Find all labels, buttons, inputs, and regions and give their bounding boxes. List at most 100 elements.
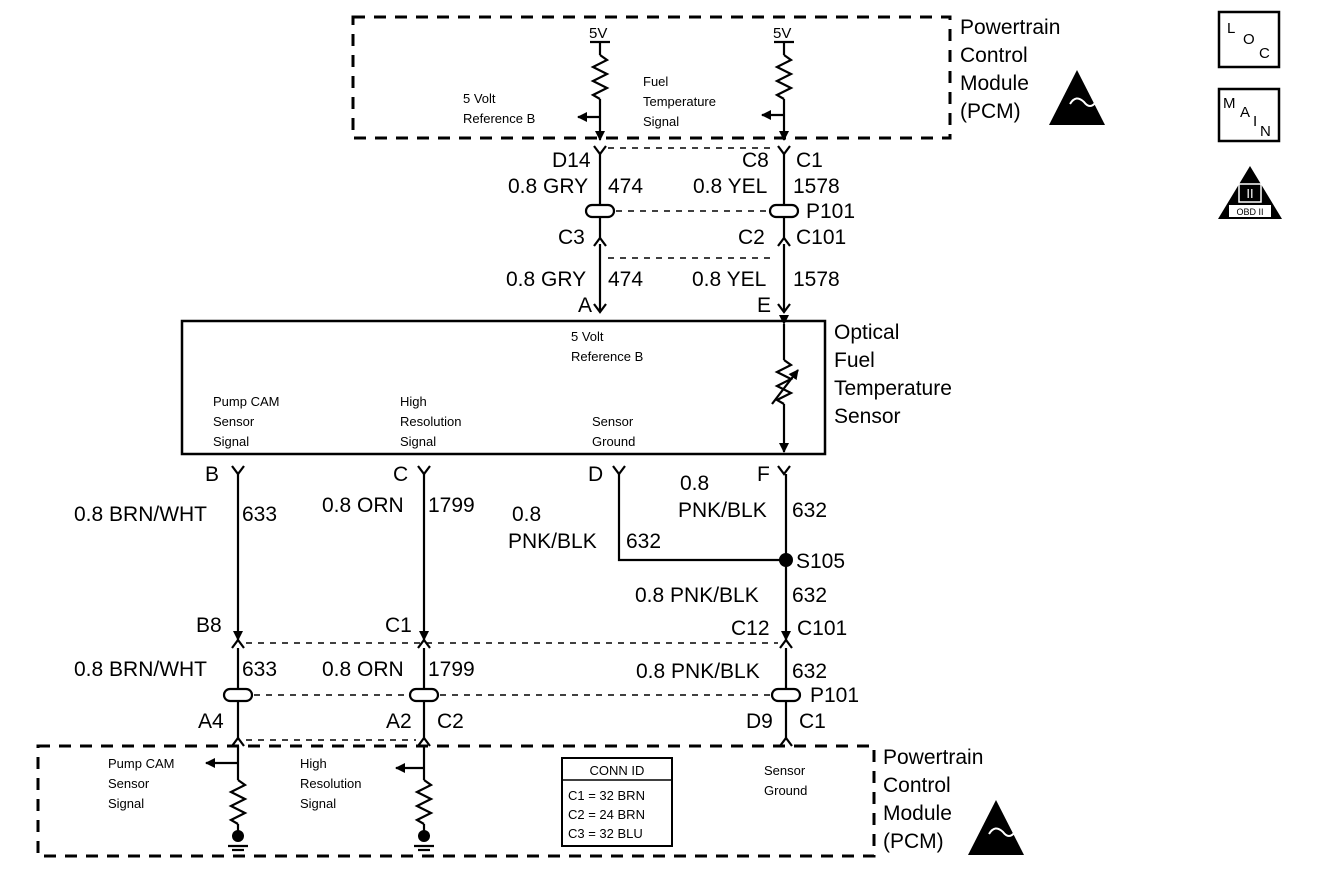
conn-id-title: CONN ID <box>590 763 645 778</box>
splice-s105: S105 <box>796 550 845 573</box>
wire-s-number-2: 632 <box>792 660 827 683</box>
sensor-ground-label-1: Sensor <box>592 414 634 429</box>
pcm-pump-label-1: Pump CAM <box>108 756 174 771</box>
fuel-temp-label-1: Fuel <box>643 74 668 89</box>
ref-b-label-1: 5 Volt <box>463 91 496 106</box>
pcm-bottom-name-2: Control <box>883 774 951 797</box>
pull-up-resistor-right: 5V <box>761 25 794 141</box>
svg-text:N: N <box>1260 123 1271 140</box>
connector-c101-bottom: C101 <box>797 617 847 640</box>
thermistor-symbol <box>771 315 799 453</box>
connector-c1-bottom: C1 <box>799 710 826 733</box>
svg-text:A: A <box>1240 104 1250 121</box>
esd-warning-icon-bottom <box>968 800 1024 855</box>
wire-brnwht-number: 633 <box>242 503 277 526</box>
wire-brnwht-color-2: 0.8 BRN/WHT <box>74 658 207 681</box>
sensor-pin-f: F <box>757 463 770 486</box>
svg-text:OBD II: OBD II <box>1236 207 1263 217</box>
splice-s105-dot <box>779 553 793 567</box>
wire-d-number: 632 <box>626 530 661 553</box>
esd-warning-icon <box>1049 70 1105 125</box>
sensor-name-1: Optical <box>834 321 899 344</box>
wire-yel-color: 0.8 YEL <box>693 175 767 198</box>
sensor-pin-b: B <box>205 463 219 486</box>
pcm-bottom: Powertrain Control Module (PCM) Pump CAM… <box>36 744 1024 858</box>
passthrough-p101-b <box>222 687 254 703</box>
passthrough-p101-right <box>768 203 800 219</box>
pcm-ground-label-2: Ground <box>764 783 807 798</box>
sensor-pin-e: E <box>757 294 771 317</box>
connector-c1-top: C1 <box>796 149 823 172</box>
sensor-pump-label-1: Pump CAM <box>213 394 279 409</box>
wire-orn-number-2: 1799 <box>428 658 475 681</box>
pin-d14: D14 <box>552 149 591 172</box>
connector-p101-bottom: P101 <box>810 684 859 707</box>
pcm-pump-label-2: Sensor <box>108 776 150 791</box>
wire-f-number: 632 <box>792 499 827 522</box>
sensor-pin-a: A <box>578 294 592 317</box>
passthrough-p101-f <box>770 687 802 703</box>
pin-b8: B8 <box>196 614 222 637</box>
wire-d-color-1: 0.8 <box>512 503 541 526</box>
wire-s-color: 0.8 PNK/BLK <box>635 584 759 607</box>
wire-brnwht-number-2: 633 <box>242 658 277 681</box>
pcm-bottom-name-4: (PCM) <box>883 830 944 853</box>
pin-c12: C12 <box>731 617 770 640</box>
pcm-highres-label-2: Resolution <box>300 776 361 791</box>
sensor-pin-c: C <box>393 463 408 486</box>
pin-c1-mid: C1 <box>385 614 412 637</box>
pcm-top-name-4: (PCM) <box>960 100 1021 123</box>
connector-c101-top: C101 <box>796 226 846 249</box>
obd-ii-icon: II OBD II <box>1218 166 1282 219</box>
pin-c2: C2 <box>738 226 765 249</box>
sensor-name-4: Sensor <box>834 405 901 428</box>
sensor-pin-d: D <box>588 463 603 486</box>
wire-gry-number-2: 474 <box>608 268 643 291</box>
wire-orn-color-2: 0.8 ORN <box>322 658 404 681</box>
pcm-ground-label-1: Sensor <box>764 763 806 778</box>
pcm-top-name-3: Module <box>960 72 1029 95</box>
fuel-temp-label-2: Temperature <box>643 94 716 109</box>
connector-c2: C2 <box>437 710 464 733</box>
pcm-top-name-1: Powertrain <box>960 16 1060 39</box>
loc-icon: L O C <box>1217 10 1281 69</box>
wire-yel-number-2: 1578 <box>793 268 840 291</box>
fuel-temp-label-3: Signal <box>643 114 679 129</box>
wire-yel-number: 1578 <box>793 175 840 198</box>
conn-id-row-1: C1 = 32 BRN <box>568 788 645 803</box>
voltage-5v-right: 5V <box>773 25 791 42</box>
sensor-highres-label-1: High <box>400 394 427 409</box>
pin-c3: C3 <box>558 226 585 249</box>
top-wiring: D14 C8 C1 0.8 GRY 474 0.8 YEL 1578 P101 … <box>506 145 855 317</box>
sensor-ref-label-1: 5 Volt <box>571 329 604 344</box>
pcm-top: Powertrain Control Module (PCM) 5V 5 Vol… <box>351 15 1105 141</box>
passthrough-p101-left <box>584 203 616 219</box>
sensor-body <box>180 319 827 456</box>
sensor-ref-label-2: Reference B <box>571 349 643 364</box>
wire-yel-color-2: 0.8 YEL <box>692 268 766 291</box>
wire-s-color-2: 0.8 PNK/BLK <box>636 660 760 683</box>
ref-b-label-2: Reference B <box>463 111 535 126</box>
svg-text:O: O <box>1243 31 1255 48</box>
wire-brnwht-color: 0.8 BRN/WHT <box>74 503 207 526</box>
pull-down-resistor-right <box>395 746 434 852</box>
sensor-pump-label-2: Sensor <box>213 414 255 429</box>
wire-gry-color-2: 0.8 GRY <box>506 268 586 291</box>
pull-down-resistor-left <box>205 746 248 852</box>
svg-text:I: I <box>1253 113 1257 130</box>
sensor-highres-label-2: Resolution <box>400 414 461 429</box>
pcm-pump-label-3: Signal <box>108 796 144 811</box>
pin-c8: C8 <box>742 149 769 172</box>
wire-d-color-2: PNK/BLK <box>508 530 597 553</box>
wire-gry-number: 474 <box>608 175 643 198</box>
conn-id-row-2: C2 = 24 BRN <box>568 807 645 822</box>
pcm-top-border <box>351 15 952 140</box>
pin-a2: A2 <box>386 710 412 733</box>
wire-f-color-2: PNK/BLK <box>678 499 767 522</box>
connector-p101-top: P101 <box>806 200 855 223</box>
conn-id-table: CONN ID C1 = 32 BRN C2 = 24 BRN C3 = 32 … <box>561 757 673 847</box>
pin-a4: A4 <box>198 710 224 733</box>
optical-fuel-temp-sensor: Optical Fuel Temperature Sensor 5 Volt R… <box>180 315 952 456</box>
pcm-bottom-name-3: Module <box>883 802 952 825</box>
